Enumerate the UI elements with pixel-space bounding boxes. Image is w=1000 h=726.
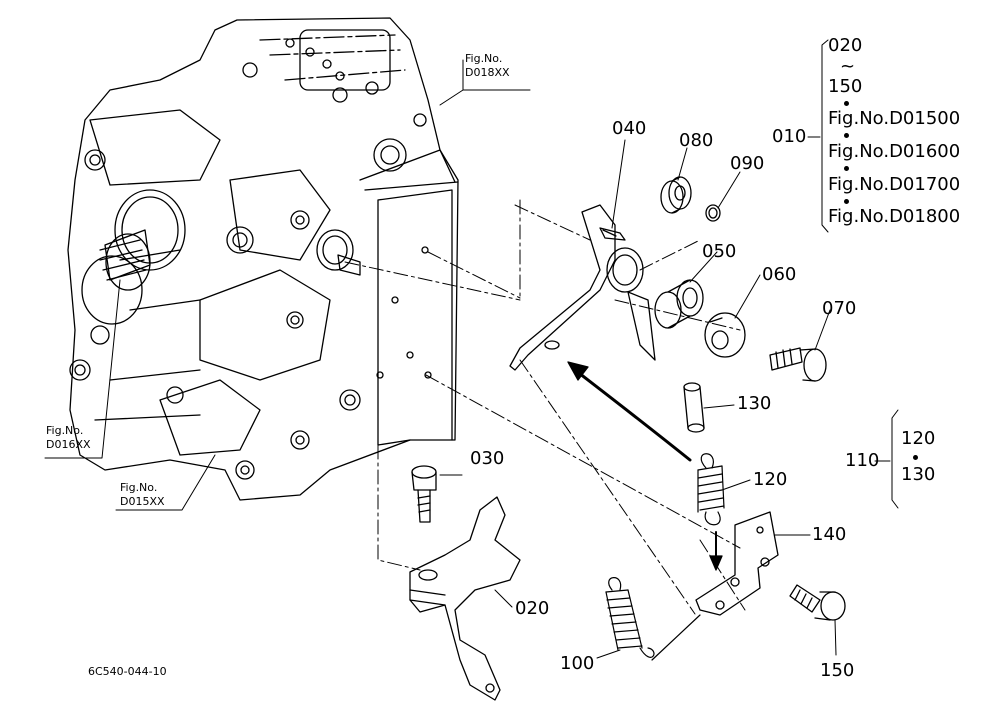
figure-ref-d01600: Fig.No.D01600: [828, 141, 961, 162]
collar-050: [654, 279, 704, 329]
separator-dot: [844, 166, 849, 171]
bracket-140: [695, 511, 779, 616]
part-number-120: 120: [753, 469, 788, 490]
centre-lines: [344, 199, 746, 615]
leader-lines: [44, 39, 899, 659]
part-number-010: 010: [772, 126, 807, 147]
part-number-060: 060: [762, 264, 797, 285]
separator-dot: [844, 199, 849, 204]
figure-ref-d01500: Fig.No.D01500: [828, 108, 961, 129]
bolt-030: [411, 465, 437, 523]
part-number-050: 050: [702, 241, 737, 262]
spring-100: [605, 577, 701, 661]
washer-060: [704, 312, 746, 358]
range-end: 150: [828, 76, 863, 97]
part-number-090: 090: [730, 153, 765, 174]
part-number-070: 070: [822, 298, 857, 319]
figure-ref-d01700: Fig.No.D01700: [828, 174, 961, 195]
group-item-130: 130: [901, 464, 936, 485]
bearing-080: [660, 176, 692, 214]
lever-040: [509, 204, 656, 371]
part-number-020: 020: [515, 598, 550, 619]
bolt-150: [789, 584, 846, 621]
part-number-130: 130: [737, 393, 772, 414]
figure-ref-d01800: Fig.No.D01800: [828, 206, 961, 227]
figure-ref-d015xx: Fig.No. D015XX: [120, 481, 165, 508]
separator-dot: [844, 101, 849, 106]
part-number-140: 140: [812, 524, 847, 545]
part-number-150: 150: [820, 660, 855, 681]
figure-ref-d018xx: Fig.No. D018XX: [465, 52, 510, 79]
circlip-090: [705, 204, 721, 222]
group-item-120: 120: [901, 428, 936, 449]
part-number-030: 030: [470, 448, 505, 469]
figure-ref-d016xx: Fig.No. D016XX: [46, 424, 91, 451]
bolt-070: [769, 347, 827, 382]
transmission-housing: [67, 17, 459, 501]
part-number-110: 110: [845, 450, 880, 471]
separator-dot: [913, 455, 918, 460]
separator-dot: [844, 133, 849, 138]
part-number-040: 040: [612, 118, 647, 139]
spring-120: [697, 453, 725, 526]
lever-020: [409, 496, 521, 701]
diagram-code: 6C540-044-10: [88, 665, 167, 678]
down-arrow: [709, 531, 723, 571]
assembly-arrow: [567, 361, 692, 462]
range-tilde: ~: [840, 56, 856, 77]
pin-130: [683, 382, 705, 433]
part-number-080: 080: [679, 130, 714, 151]
part-number-100: 100: [560, 653, 595, 674]
range-start: 020: [828, 35, 863, 56]
